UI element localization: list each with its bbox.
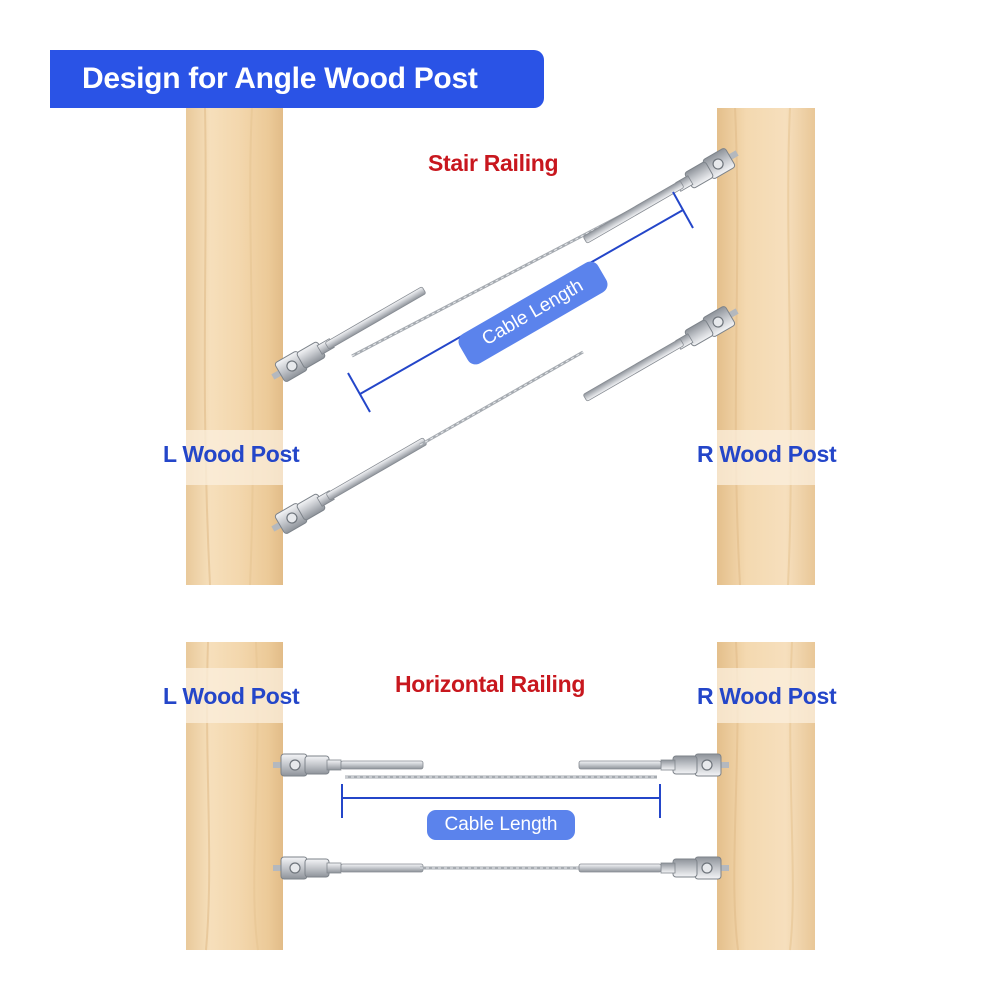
stair-right-post-label: R Wood Post <box>697 441 837 467</box>
horizontal-left-post <box>186 641 283 951</box>
stair-right-post <box>717 107 815 586</box>
stair-lower-cable-assembly <box>266 300 744 540</box>
stair-left-post <box>186 107 283 586</box>
horizontal-railing-title: Horizontal Railing <box>395 671 586 697</box>
stair-upper-cable-assembly <box>266 142 744 413</box>
stair-railing-title: Stair Railing <box>428 150 559 176</box>
horizontal-left-post-label: L Wood Post <box>163 683 300 709</box>
horizontal-right-post-label: R Wood Post <box>697 683 837 709</box>
horizontal-lower-cable-assembly <box>272 856 730 880</box>
horizontal-upper-cable-assembly <box>272 753 730 818</box>
page-title: Design for Angle Wood Post <box>50 50 544 108</box>
horizontal-right-post <box>717 641 815 951</box>
stair-left-post-label: L Wood Post <box>163 441 300 467</box>
horizontal-cable-length-label: Cable Length <box>427 810 575 840</box>
